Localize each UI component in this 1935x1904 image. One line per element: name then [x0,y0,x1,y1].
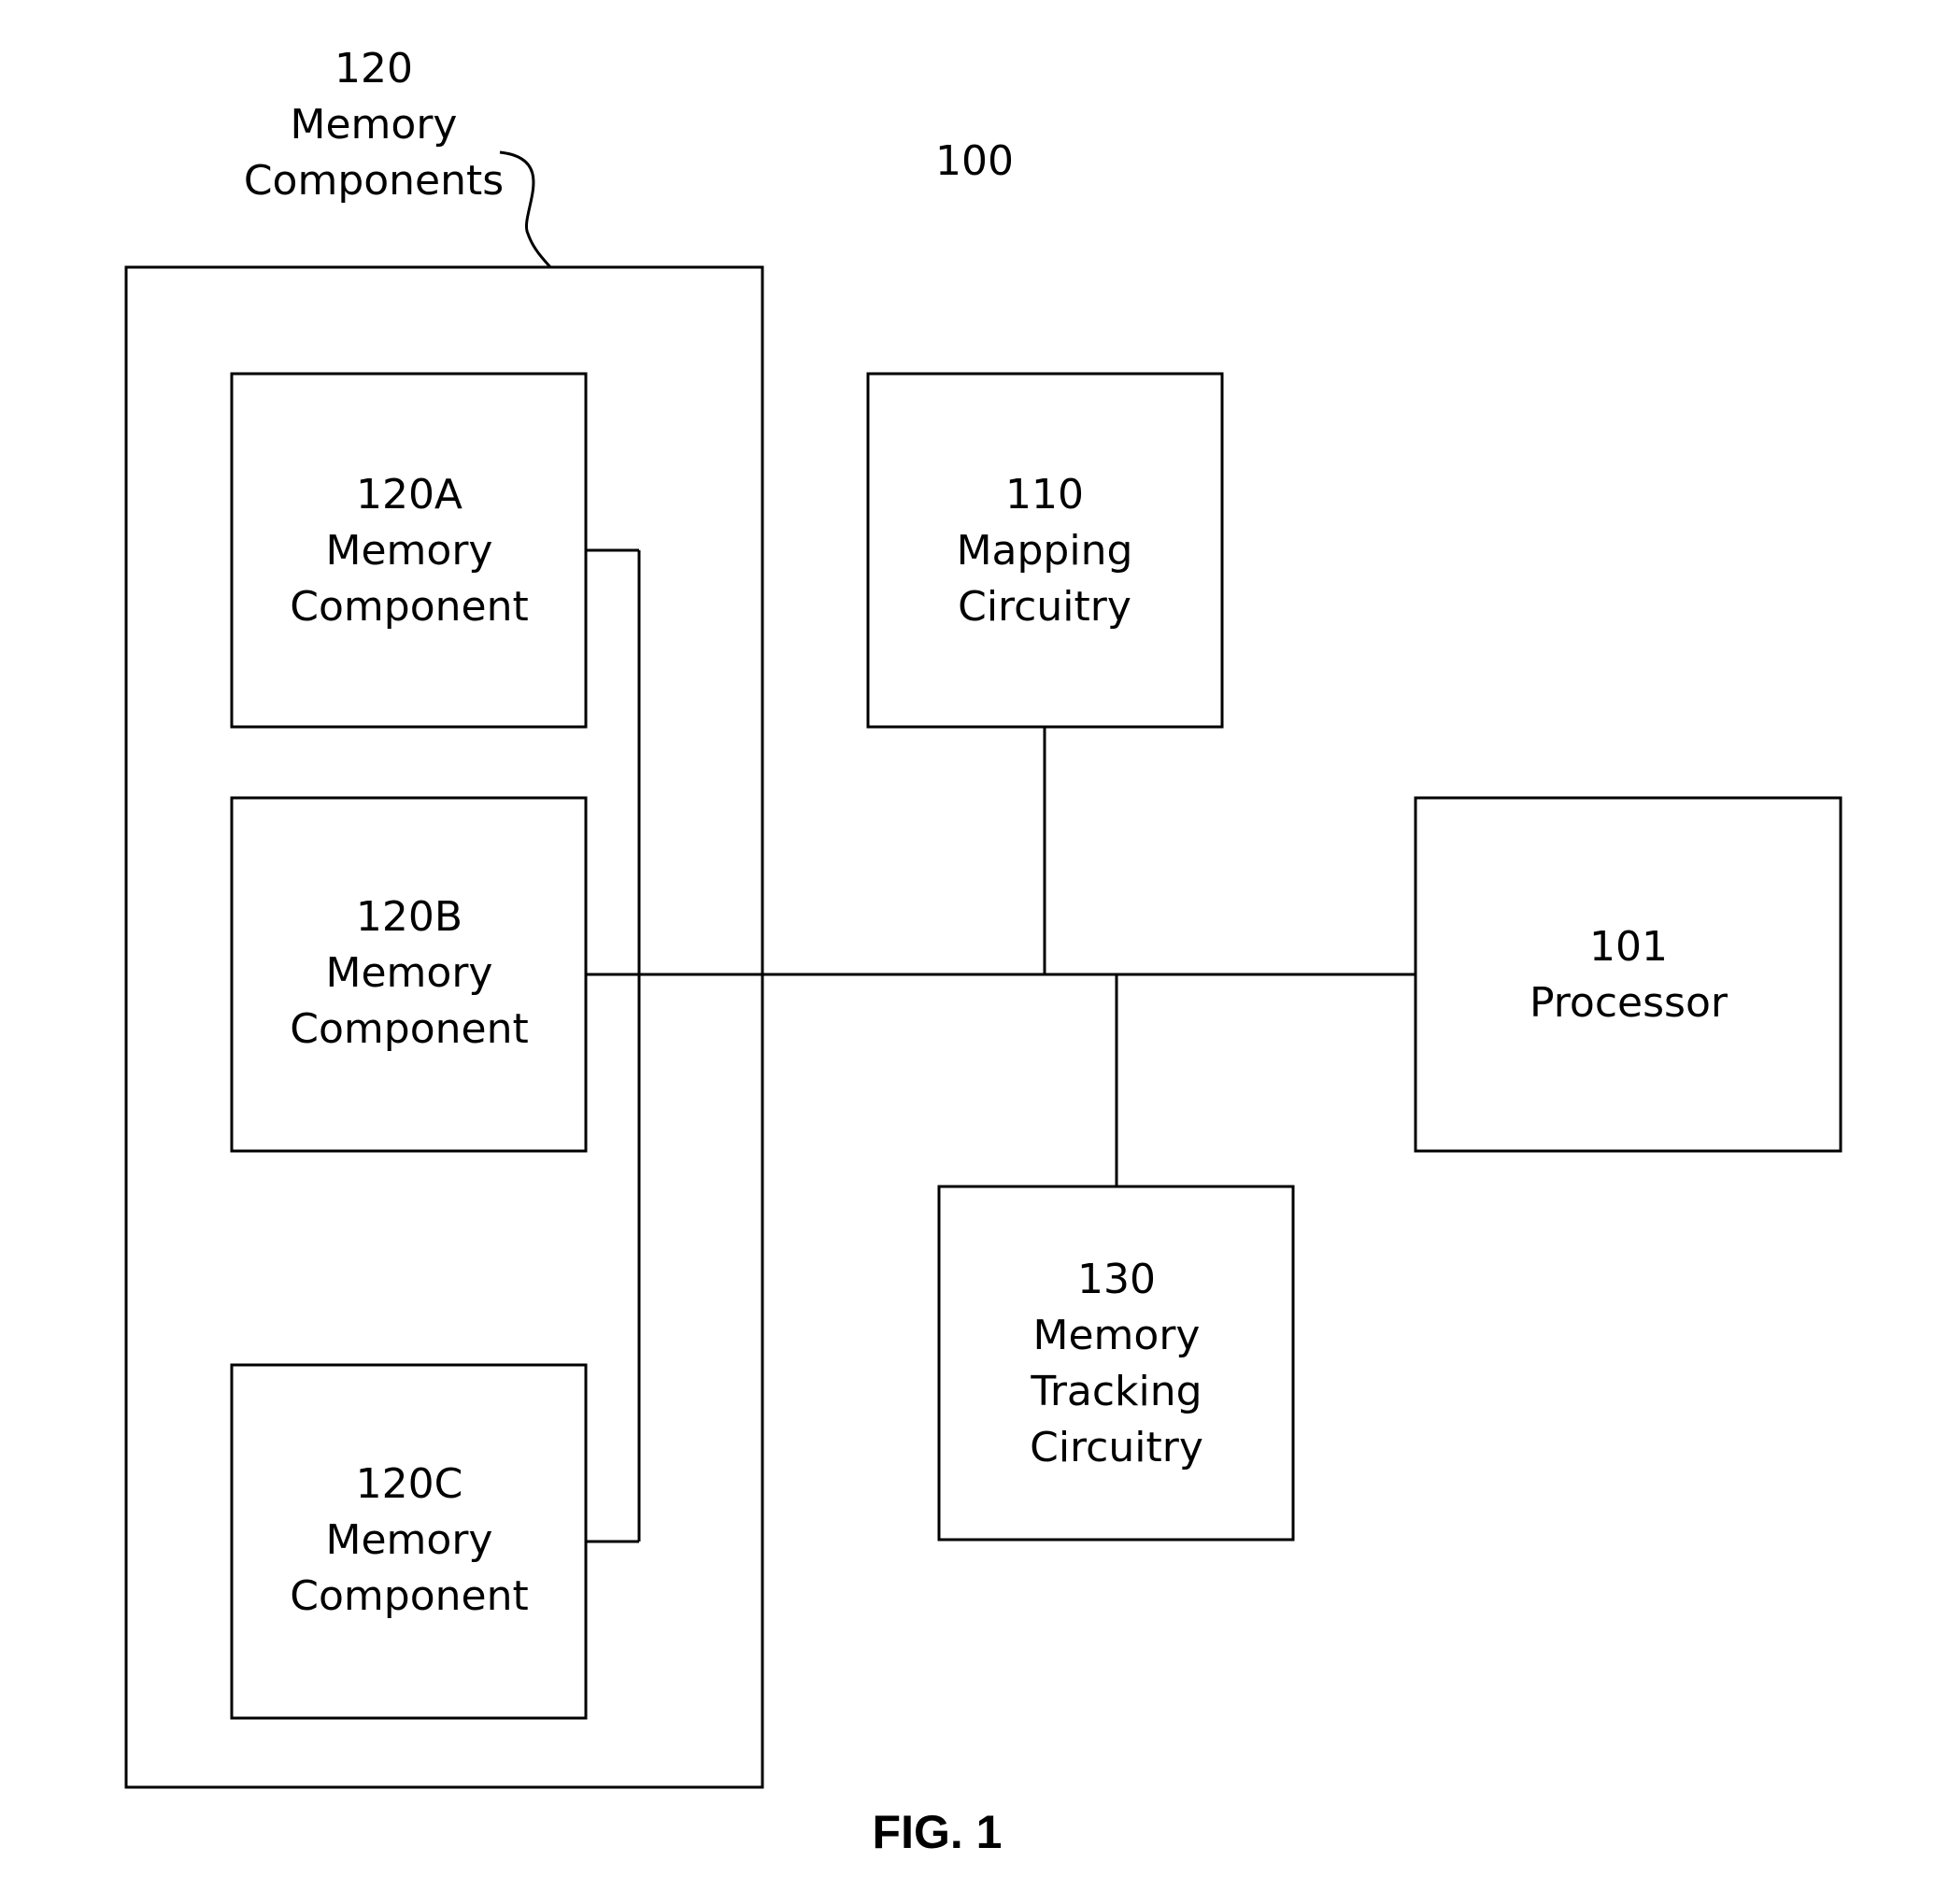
memory-components-number: 120 [334,45,413,92]
memory-components-callout-line [499,150,553,270]
memory-tracking-circuitry: 130 Memory Tracking Circuitry [937,1185,1295,1542]
memory-tracking-circuitry-line-1: Memory [1033,1312,1201,1359]
memory-component-120a: 120A Memory Component [230,372,588,729]
mapping-circuitry: 110 Mapping Circuitry [866,372,1224,729]
memory-component-120c: 120C Memory Component [230,1363,588,1720]
memory-component-120b: 120B Memory Component [230,796,588,1153]
mapping-circuitry-line-2: Circuitry [958,583,1131,631]
memory-component-120b-box [230,796,588,1153]
memory-component-120c-line-1: Memory [326,1516,493,1564]
processor-line-1: Processor [1530,979,1729,1027]
system-label: 100 [935,137,1014,185]
memory-component-120c-box [230,1363,588,1720]
mapping-circuitry-number: 110 [1005,471,1084,519]
memory-component-120a-line-2: Component [290,583,528,631]
connection-wires [586,548,1416,1543]
memory-components-group-label: 120 Memory Components [244,45,504,205]
memory-component-120b-line-2: Component [290,1005,528,1053]
figure-caption: FIG. 1 [873,1806,1003,1858]
mapping-circuitry-line-1: Mapping [957,527,1133,575]
memory-component-120c-line-2: Component [290,1572,528,1620]
mapping-circuitry-box [866,372,1224,729]
memory-component-120b-number: 120B [356,893,462,941]
memory-component-120b-line-1: Memory [326,949,493,997]
memory-component-120a-line-1: Memory [326,527,493,575]
memory-component-120c-number: 120C [356,1460,463,1508]
memory-tracking-circuitry-number: 130 [1077,1256,1156,1303]
memory-tracking-circuitry-line-2: Tracking [1030,1368,1202,1415]
memory-tracking-circuitry-box [937,1185,1295,1542]
memory-component-120a-number: 120A [356,471,462,519]
processor: 101 Processor [1414,796,1843,1153]
memory-tracking-circuitry-line-3: Circuitry [1030,1424,1203,1471]
memory-component-120a-box [230,372,588,729]
processor-box [1414,796,1843,1153]
processor-number: 101 [1589,923,1668,971]
memory-components-line-1: Memory [291,101,458,149]
memory-components-line-2: Components [244,157,504,205]
